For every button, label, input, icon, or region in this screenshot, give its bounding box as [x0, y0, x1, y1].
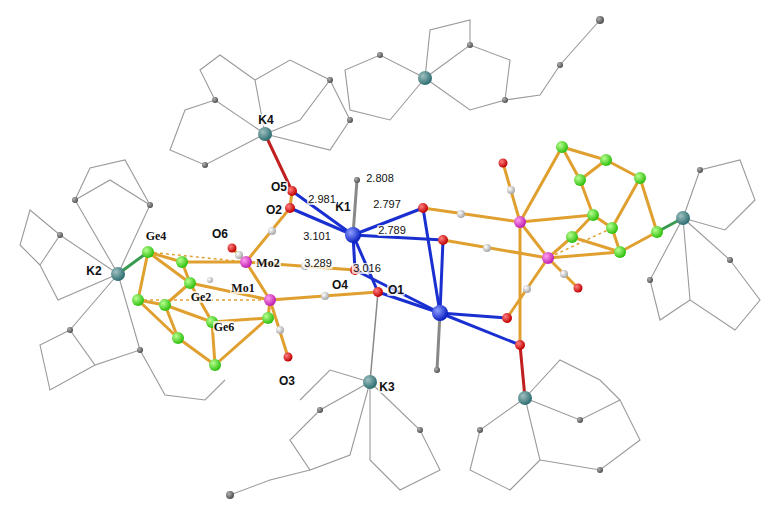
- atom-label: O2: [265, 204, 283, 216]
- k-contacts: [118, 134, 683, 398]
- ligand-atoms: [57, 16, 733, 499]
- distance-label: 3.289: [303, 258, 333, 269]
- bonds: [138, 147, 657, 365]
- atom-label: Mo1: [230, 282, 255, 294]
- atom-label: O3: [278, 375, 296, 387]
- atom-label: O1: [387, 284, 405, 296]
- distance-label: 3.016: [352, 263, 382, 274]
- distance-label: 3.101: [302, 231, 332, 242]
- carbon-atoms: [207, 186, 568, 334]
- atom-label: Ge6: [213, 321, 236, 333]
- atom-label: O6: [211, 228, 229, 240]
- distance-label: 2.797: [372, 199, 402, 210]
- atom-label: K1: [334, 201, 351, 213]
- atoms: [111, 71, 690, 405]
- atom-label: K4: [257, 114, 274, 126]
- distance-label: 2.981: [307, 194, 337, 205]
- distance-label: 2.789: [377, 225, 407, 236]
- atom-label: K2: [85, 265, 102, 277]
- atom-label: K3: [378, 381, 395, 393]
- ligand-wireframe: [20, 20, 760, 495]
- atom-label: O5: [270, 181, 288, 193]
- atom-label: O4: [331, 279, 349, 291]
- distance-label: 2.808: [365, 173, 395, 184]
- atom-label: Mo2: [255, 257, 280, 269]
- atom-label: Ge2: [190, 291, 213, 303]
- atom-label: Ge4: [145, 230, 168, 242]
- dashed-bonds: [138, 228, 612, 300]
